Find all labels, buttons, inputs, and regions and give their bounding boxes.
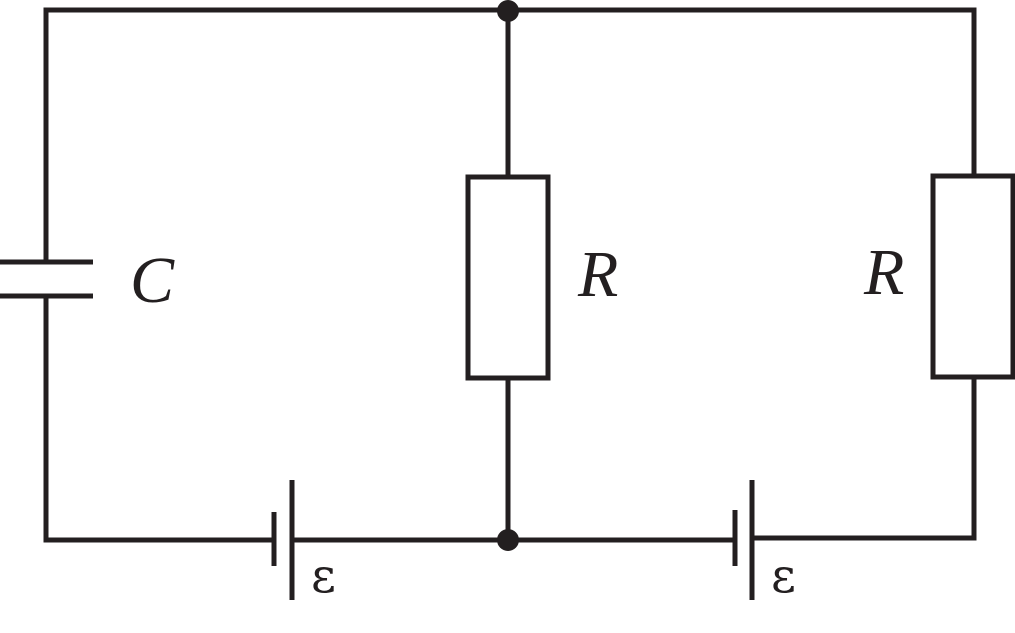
emf-right-label: ε bbox=[771, 548, 796, 604]
capacitor-label: C bbox=[130, 244, 175, 317]
emf-left-label: ε bbox=[311, 548, 336, 604]
resistor-middle-symbol bbox=[465, 174, 551, 381]
battery-right-symbol bbox=[732, 480, 755, 600]
capacitor-symbol bbox=[0, 259, 93, 299]
resistor-middle-label: R bbox=[577, 238, 618, 311]
junction-node-top bbox=[497, 0, 519, 22]
resistor-right-symbol bbox=[930, 173, 1015, 380]
junction-node-bottom bbox=[497, 529, 519, 551]
battery-left-symbol bbox=[271, 480, 295, 600]
resistor-right-label: R bbox=[863, 236, 904, 309]
